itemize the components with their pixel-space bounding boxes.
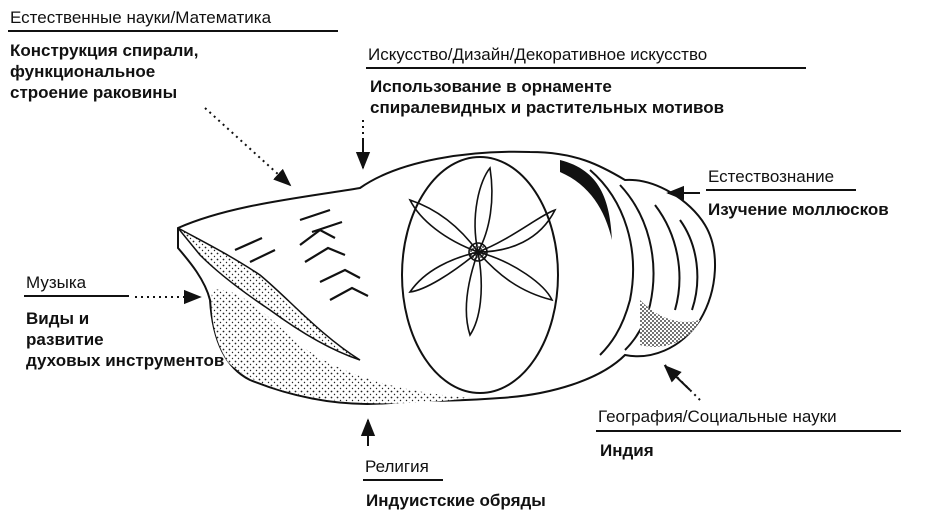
rule-science-math [8, 30, 338, 32]
rule-music [24, 295, 129, 297]
arrow-geography [665, 366, 690, 390]
rule-religion [363, 479, 443, 481]
label-natural-history-category: Естествознание [708, 168, 834, 185]
rule-natural-history [706, 189, 856, 191]
rule-geography [596, 430, 901, 432]
label-natural-history-description: Изучение моллюсков [708, 199, 889, 220]
label-art-category: Искусство/Дизайн/Декоративное искусство [368, 46, 707, 63]
connector-science [205, 108, 290, 185]
label-geography-description: Индия [600, 440, 654, 461]
label-religion-description: Индуистские обряды [366, 490, 546, 511]
label-art-description: Использование в орнаменте спиралевидных … [370, 76, 724, 118]
label-science-math-description: Конструкция спирали, функциональное стро… [10, 40, 198, 103]
label-geography-category: География/Социальные науки [598, 408, 837, 425]
conch-shell [178, 152, 715, 404]
rule-art [366, 67, 806, 69]
label-religion-category: Религия [365, 458, 429, 475]
label-music-description: Виды и развитие духовых инструментов [26, 308, 224, 371]
label-music-category: Музыка [26, 274, 86, 291]
label-science-math-category: Естественные науки/Математика [10, 9, 271, 26]
